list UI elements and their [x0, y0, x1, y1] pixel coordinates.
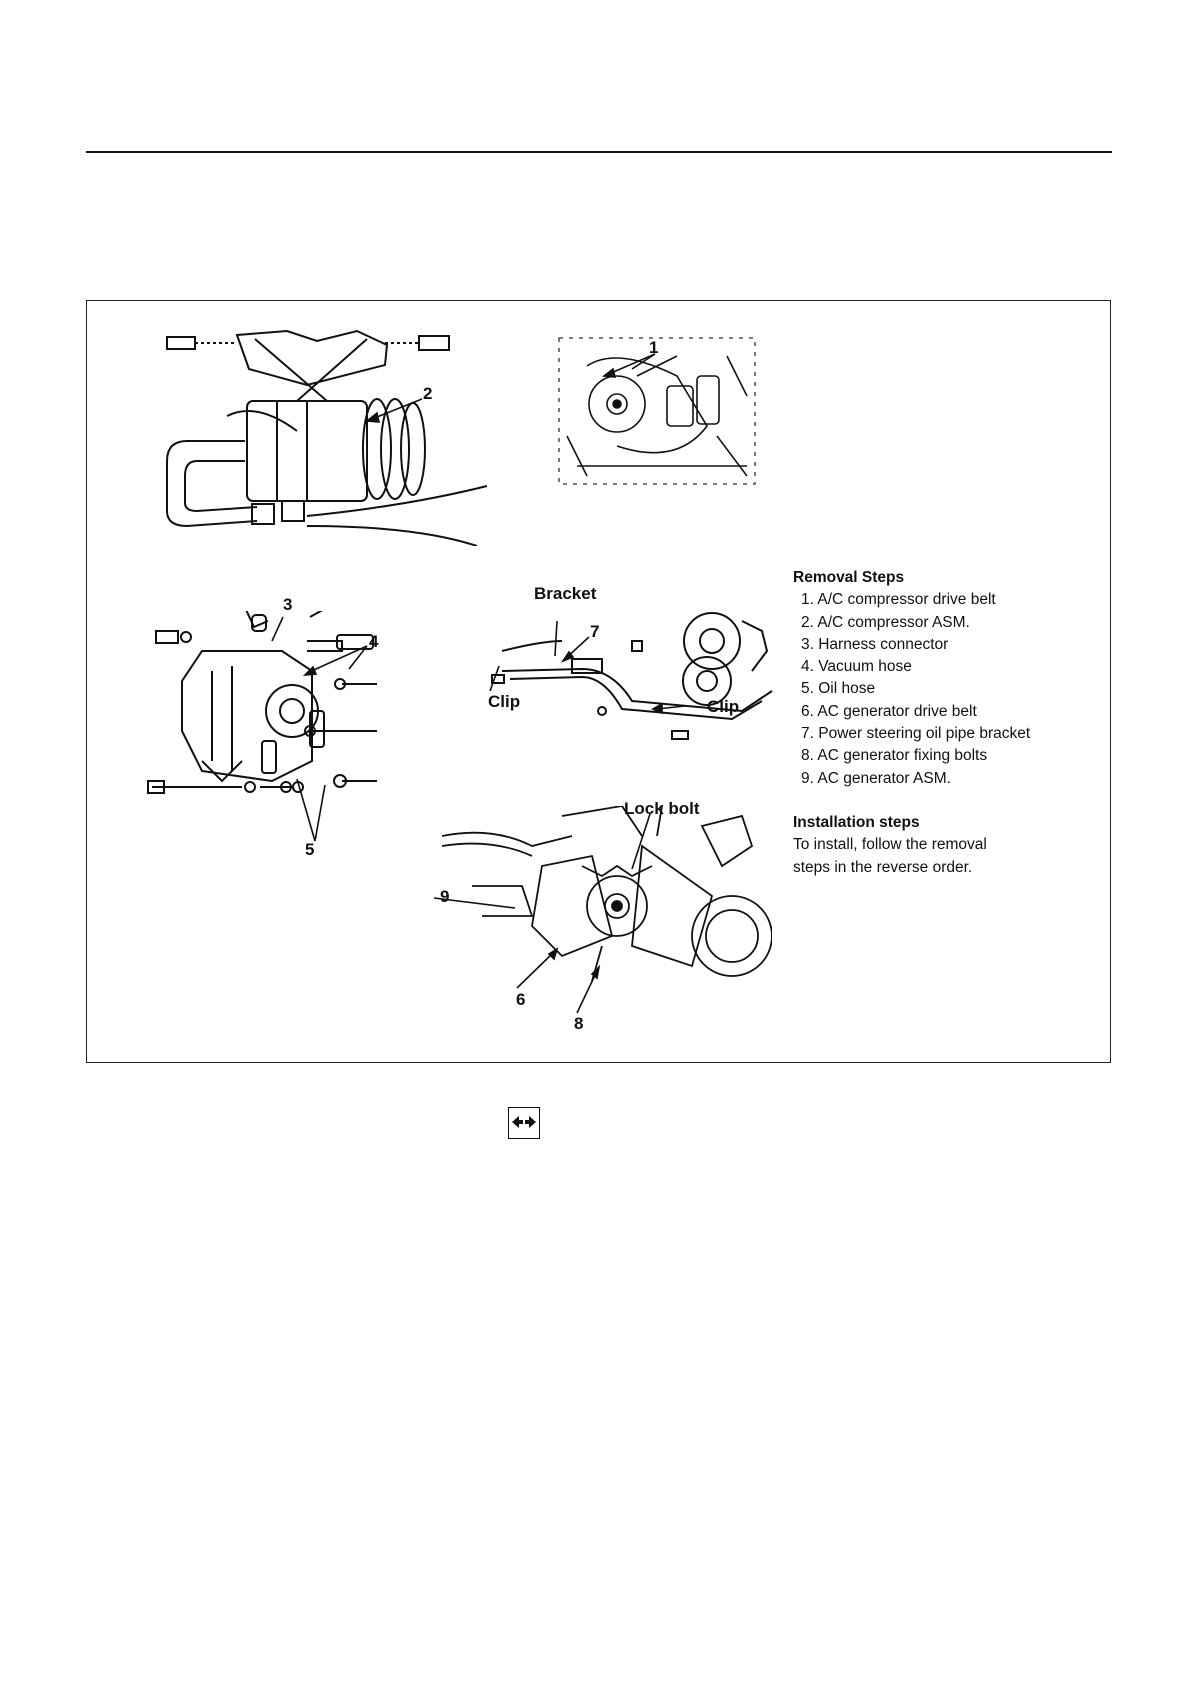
generator-exploded-illustration	[147, 611, 377, 794]
removal-steps-heading: Removal Steps	[793, 569, 905, 586]
ac-compressor-illustration	[166, 329, 488, 546]
list-item: 7. Power steering oil pipe bracket	[801, 725, 1031, 743]
installation-text-line-2: steps in the reverse order.	[793, 858, 973, 876]
callout-2: 2	[423, 384, 433, 403]
double-arrow-glyph	[512, 1116, 536, 1128]
list-item: 9. AC generator ASM.	[801, 769, 951, 787]
leader-lines	[271, 353, 686, 1014]
callout-clip-left: Clip	[488, 692, 521, 711]
list-item: 1. A/C compressor drive belt	[801, 591, 996, 609]
callout-bracket: Bracket	[534, 584, 597, 603]
list-item: 8. AC generator fixing bolts	[801, 747, 988, 765]
oil-pipe-bracket-illustration	[491, 612, 773, 740]
callout-1: 1	[649, 338, 659, 357]
installation-steps-heading: Installation steps	[793, 813, 920, 831]
procedure-text: Removal Steps 1. A/C compressor drive be…	[793, 567, 1093, 879]
figure-panel: 1 2 3 4 5 Bracket 7 Clip Clip Lock bolt …	[86, 300, 1111, 1063]
callout-lock-bolt: Lock bolt	[624, 799, 700, 818]
callout-4: 4	[369, 632, 379, 651]
callout-5: 5	[305, 840, 315, 859]
double-arrow-icon[interactable]	[508, 1107, 540, 1139]
header-rule	[86, 151, 1112, 153]
callout-9: 9	[440, 887, 450, 906]
list-item: 6. AC generator drive belt	[801, 702, 977, 720]
list-item: 4. Vacuum hose	[801, 658, 912, 676]
callout-8: 8	[574, 1014, 584, 1033]
installation-text-line-1: To install, follow the removal	[793, 836, 987, 854]
callout-6: 6	[516, 990, 526, 1009]
callout-clip-right: Clip	[707, 697, 740, 716]
list-item: 3. Harness connector	[801, 635, 949, 653]
generator-mounting-illustration	[442, 806, 772, 981]
removal-steps-list: 1. A/C compressor drive belt 2. A/C comp…	[793, 589, 1093, 790]
list-item: 5. Oil hose	[801, 680, 876, 698]
callout-7: 7	[590, 622, 600, 641]
drive-belt-illustration	[558, 337, 756, 485]
list-item: 2. A/C compressor ASM.	[801, 613, 970, 631]
callout-3: 3	[283, 595, 293, 614]
